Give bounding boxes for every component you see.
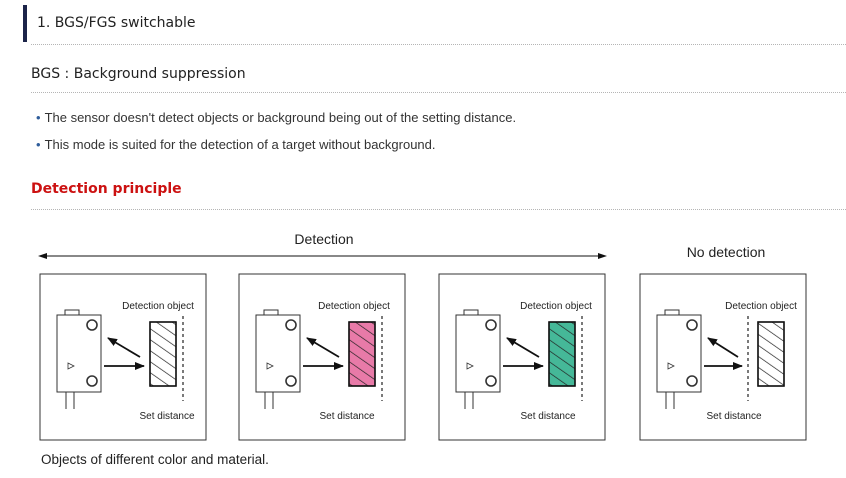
no-detection-label: No detection xyxy=(687,244,766,260)
set-distance-label: Set distance xyxy=(139,411,194,422)
subtitle: BGS : Background suppression xyxy=(31,66,246,82)
reflect-arrow xyxy=(306,337,340,358)
sensor-icon xyxy=(455,309,501,409)
bullet-text: This mode is suited for the detection of… xyxy=(44,137,436,152)
sensor-icon xyxy=(56,309,102,409)
sensor-icon xyxy=(255,309,301,409)
diagram-panel: Detection object Set distance xyxy=(639,273,807,441)
section-title: 1. BGS/FGS switchable xyxy=(37,15,196,31)
principle-heading: Detection principle xyxy=(31,181,182,197)
reflect-arrow xyxy=(707,337,739,358)
detection-label: Detection xyxy=(294,231,353,247)
detection-object-label: Detection object xyxy=(725,301,797,312)
diagram-panel: Detection object Set distance xyxy=(238,273,406,441)
set-distance-label: Set distance xyxy=(706,411,761,422)
set-distance-label: Set distance xyxy=(319,411,374,422)
reflect-arrow xyxy=(107,337,141,358)
bullet-item: •This mode is suited for the detection o… xyxy=(36,137,436,152)
detection-object-label: Detection object xyxy=(318,301,390,312)
detection-object-label: Detection object xyxy=(520,301,592,312)
diagram-panel: Detection object Set distance xyxy=(438,273,606,441)
bullet-dot-icon: • xyxy=(36,137,41,152)
diagram-caption: Objects of different color and material. xyxy=(41,452,269,467)
divider xyxy=(31,44,846,45)
detection-range-arrow xyxy=(38,253,607,259)
divider xyxy=(31,92,846,93)
detection-object-label: Detection object xyxy=(122,301,194,312)
section-accent-bar xyxy=(23,5,27,42)
sensor-icon xyxy=(656,309,702,409)
bullet-dot-icon: • xyxy=(36,110,41,125)
bullet-text: The sensor doesn't detect objects or bac… xyxy=(44,110,517,125)
divider xyxy=(31,209,846,210)
bullet-item: •The sensor doesn't detect objects or ba… xyxy=(36,110,516,125)
set-distance-label: Set distance xyxy=(520,411,575,422)
diagram-panel: Detection object Set distance xyxy=(39,273,207,441)
reflect-arrow xyxy=(506,337,540,358)
